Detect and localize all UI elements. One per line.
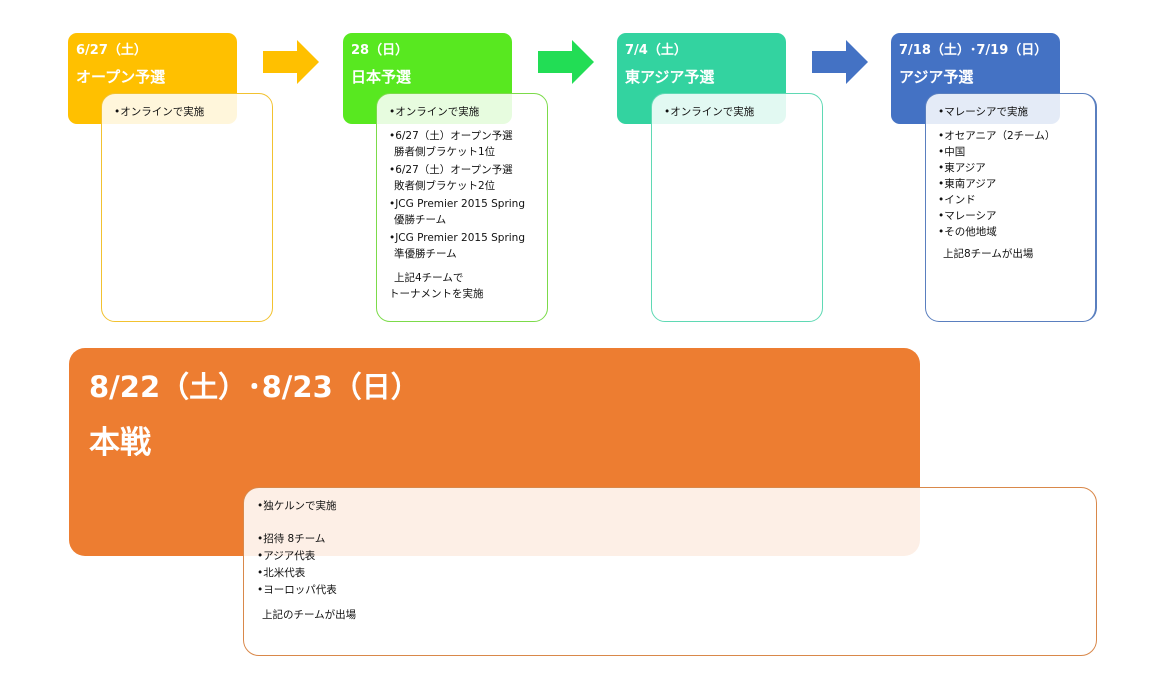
japan-qualifier-entry: •JCG Premier 2015 Spring [389,198,525,210]
japan-qualifier-venue: •オンラインで実施 [389,106,480,118]
east-asia-qualifier-date: 7/4（土） [625,43,687,58]
main-event-entry: •ヨーロッパ代表 [257,584,337,596]
asia-qualifier-region: •オセアニア（2チーム） [938,130,1056,142]
main-event-venue: •独ケルンで実施 [257,500,337,512]
japan-qualifier-date: 28（日） [351,43,409,58]
asia-qualifier-date: 7/18（土）･7/19（日） [899,43,1048,58]
main-event-entry: •北米代表 [257,567,306,579]
japan-qualifier-entry: •JCG Premier 2015 Spring [389,232,525,244]
open-qualifier-venue: •オンラインで実施 [114,106,205,118]
japan-qualifier-entry-detail: 敗者側ブラケット2位 [394,180,496,192]
asia-qualifier-region: •東アジア [938,162,986,174]
asia-qualifier-region: •その他地域 [938,226,997,238]
main-event-title: 本戦 [89,425,151,461]
japan-qualifier-entry-detail: 優勝チーム [394,214,447,226]
arrow-right-icon [538,40,594,84]
japan-qualifier-details: •オンラインで実施 •6/27（土）オープン予選 勝者側ブラケット1位 •6/2… [376,93,548,322]
east-asia-qualifier-title: 東アジア予選 [625,68,715,86]
asia-qualifier-region: •インド [938,194,976,206]
open-qualifier-title: オープン予選 [76,68,166,86]
asia-qualifier-region: •中国 [938,146,966,158]
arrow-right-icon [812,40,868,84]
asia-qualifier-region: •東南アジア [938,178,997,190]
japan-qualifier-entry: •6/27（土）オープン予選 [389,130,513,142]
asia-qualifier-venue: •マレーシアで実施 [938,106,1028,118]
asia-qualifier-note: 上記8チームが出場 [943,248,1034,260]
arrow-2-shape [538,40,594,84]
main-event-entry: •アジア代表 [257,550,316,562]
main-event-details: •独ケルンで実施 •招待 8チーム •アジア代表 •北米代表 •ヨーロッパ代表 … [243,487,1097,656]
asia-qualifier-title: アジア予選 [899,68,974,86]
asia-qualifier-details: •マレーシアで実施 •オセアニア（2チーム） •中国 •東アジア •東南アジア … [925,93,1097,322]
arrow-right-icon [263,40,319,84]
japan-qualifier-title: 日本予選 [351,68,412,86]
japan-qualifier-entry-detail: 準優勝チーム [394,248,457,260]
main-event-date: 8/22（土）･8/23（日） [89,370,420,404]
main-event-note: 上記のチームが出場 [262,609,357,621]
arrow-3-shape [812,40,868,84]
east-asia-qualifier-details: •オンラインで実施 [651,93,823,322]
japan-qualifier-note: トーナメントを実施 [389,288,484,300]
main-event-entry: •招待 8チーム [257,533,326,545]
japan-qualifier-entry: •6/27（土）オープン予選 [389,164,513,176]
japan-qualifier-entry-detail: 勝者側ブラケット1位 [394,146,496,158]
east-asia-qualifier-venue: •オンラインで実施 [664,106,755,118]
open-qualifier-details: •オンラインで実施 [101,93,273,322]
asia-qualifier-region: •マレーシア [938,210,997,222]
arrow-1-shape [263,40,319,84]
japan-qualifier-note: 上記4チームで [394,272,464,284]
open-qualifier-date: 6/27（土） [76,43,147,58]
